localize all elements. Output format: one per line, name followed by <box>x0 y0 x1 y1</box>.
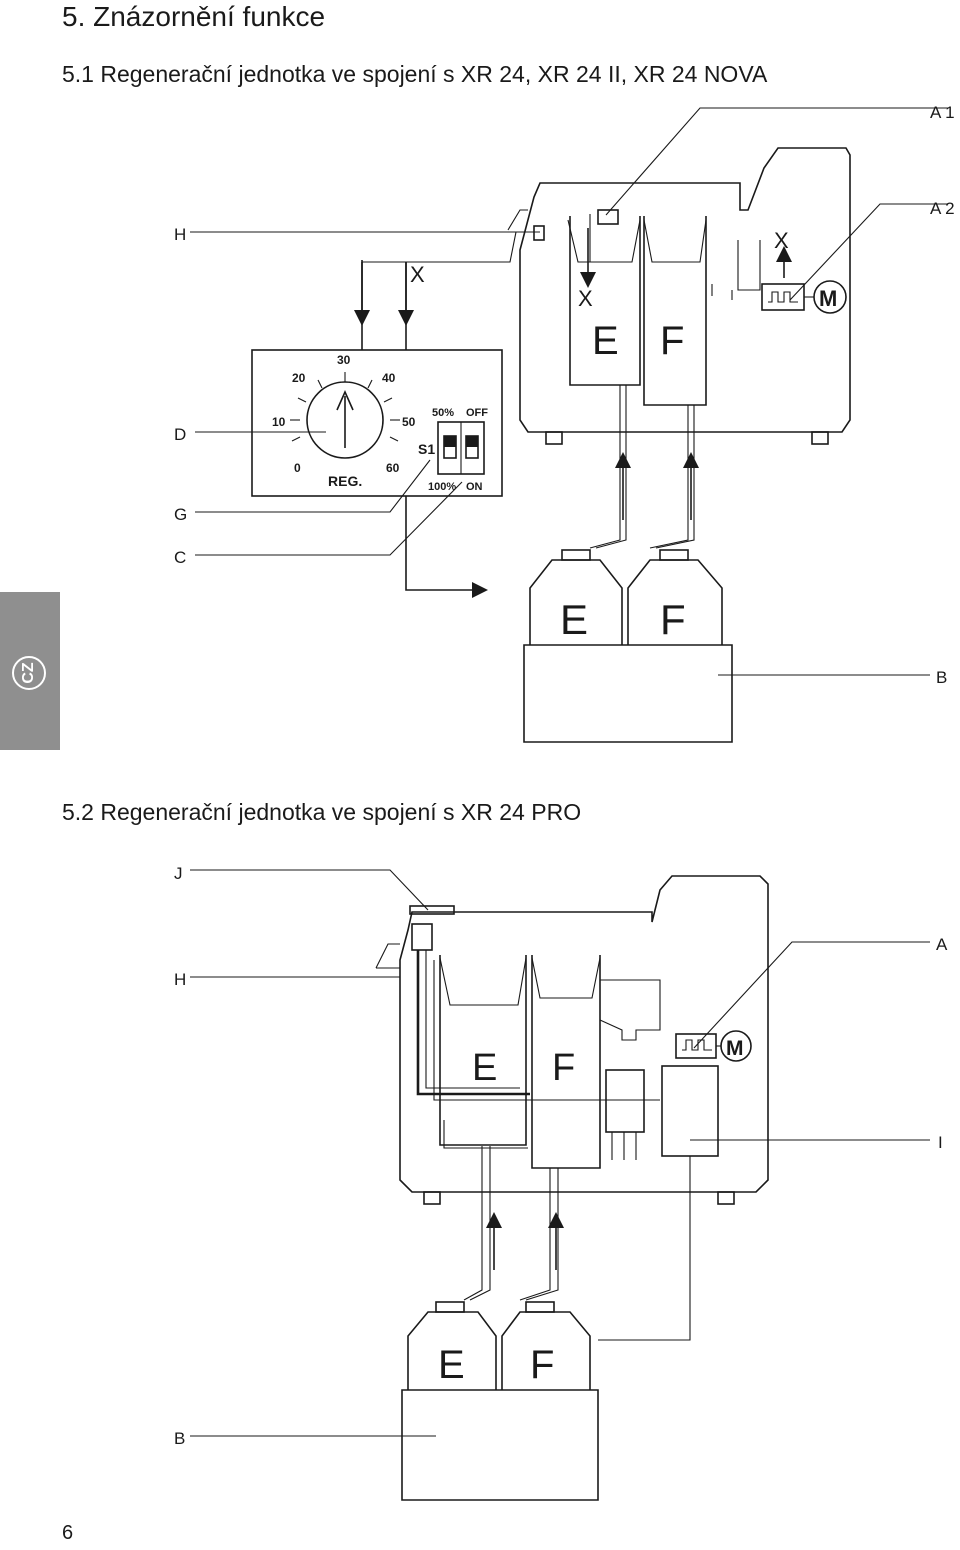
figure-2-diagram <box>190 869 930 1501</box>
callout-g: G <box>174 505 187 524</box>
mark-m-motor: M <box>819 286 837 311</box>
callout-b: B <box>936 668 947 687</box>
dial-tick-50: 50 <box>402 415 416 429</box>
mark-f-tank: F <box>660 319 684 363</box>
mark-f-tank-2: F <box>552 1047 575 1089</box>
figure-1-title: 5.1 Regenerační jednotka ve spojení s XR… <box>62 61 768 87</box>
callout-a: A <box>936 935 948 954</box>
callout-h: H <box>174 225 186 244</box>
callout-b-2: B <box>174 1429 185 1448</box>
dial-tick-30: 30 <box>337 353 351 367</box>
dial-label: REG. <box>328 473 362 489</box>
dial-tick-20: 20 <box>292 371 306 385</box>
callout-j: J <box>174 864 183 883</box>
language-badge <box>12 656 46 690</box>
dial-tick-10: 10 <box>272 415 286 429</box>
mark-e-tank: E <box>592 319 619 363</box>
callout-h-2: H <box>174 970 186 989</box>
switch-top-left: 50% <box>432 407 454 419</box>
switch-bottom-right: ON <box>466 481 483 493</box>
callout-a2: A 2 <box>930 199 955 218</box>
dial-tick-60: 60 <box>386 461 400 475</box>
figure-2-title: 5.2 Regenerační jednotka ve spojení s XR… <box>62 799 582 825</box>
mark-f-canister-2: F <box>530 1343 554 1387</box>
mark-e-tank-2: E <box>472 1047 497 1089</box>
section-title: 5. Znázornění funkce <box>62 1 326 32</box>
figure-1-diagram <box>190 107 948 743</box>
page-number: 6 <box>62 1522 74 1544</box>
mark-e-canister: E <box>560 596 588 643</box>
switch-top-right: OFF <box>466 407 488 419</box>
dial-tick-0: 0 <box>294 461 301 475</box>
callout-a1: A 1 <box>930 103 955 122</box>
mark-x-control: X <box>410 262 425 287</box>
mark-x-motor: X <box>774 228 789 253</box>
mark-x-sensor: X <box>578 286 593 311</box>
mark-m-motor-2: M <box>726 1037 744 1060</box>
mark-f-canister: F <box>660 596 686 643</box>
mark-e-canister-2: E <box>438 1343 465 1387</box>
switch-bottom-left: 100% <box>428 481 456 493</box>
dial-tick-40: 40 <box>382 371 396 385</box>
callout-d: D <box>174 425 186 444</box>
switch-label: S1 <box>418 441 435 457</box>
callout-i: I <box>938 1133 943 1152</box>
callout-c: C <box>174 548 186 567</box>
